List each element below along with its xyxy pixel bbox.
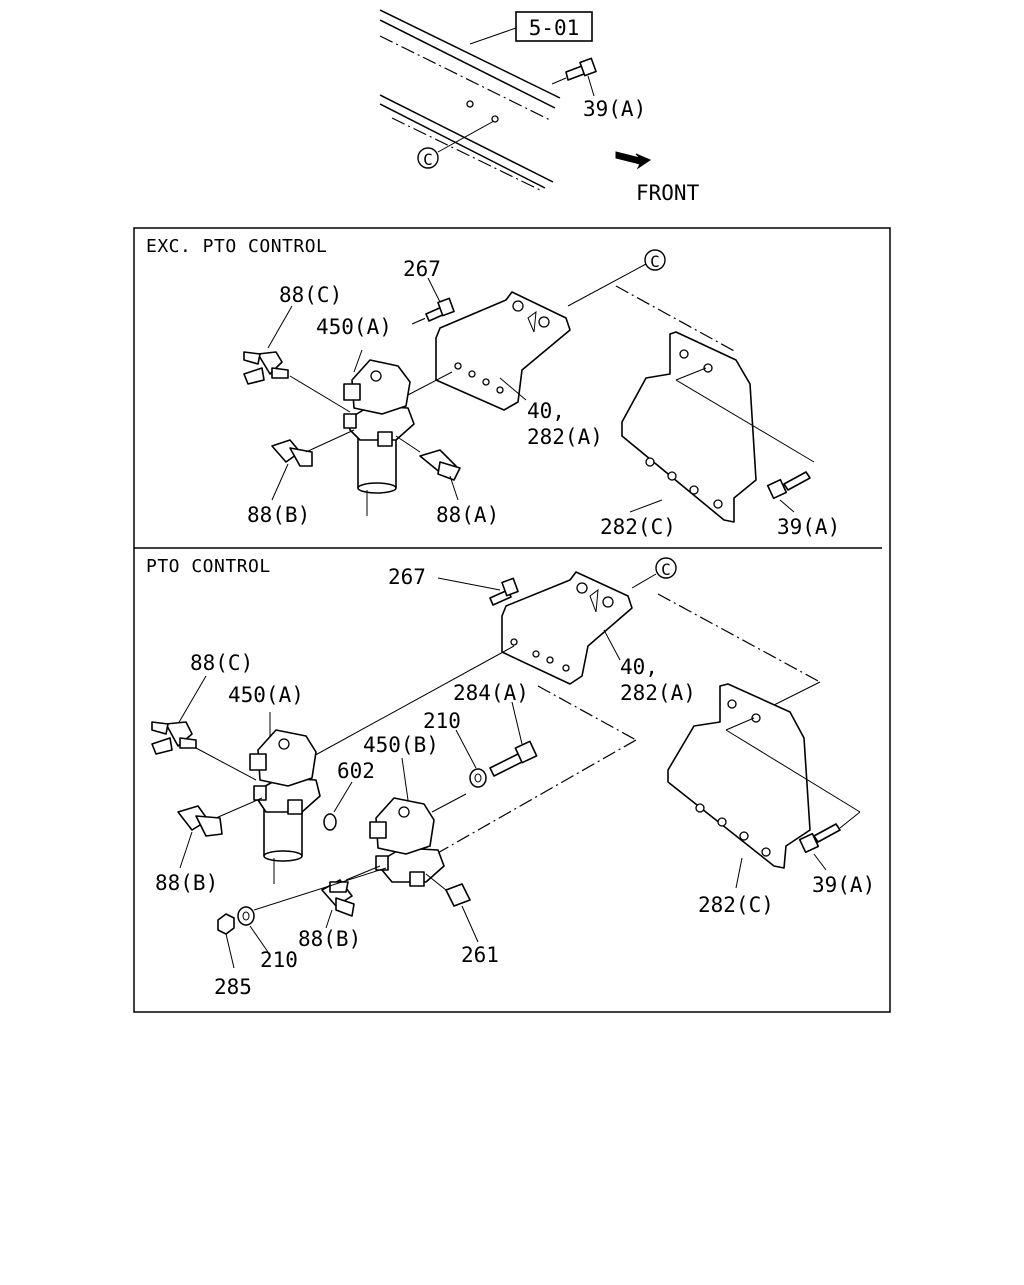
- fitting-88b-s2-left: [177, 797, 263, 869]
- label-282c-s2: 282(C): [698, 893, 774, 917]
- solenoid-valve-450b-s2: [369, 685, 637, 887]
- label-88c-s1: 88(C): [279, 283, 342, 307]
- bolt-39a-top: [551, 57, 597, 97]
- nut-285: [217, 913, 235, 969]
- label-282a-s2: 282(A): [620, 681, 696, 705]
- fitting-88c-s2: [151, 675, 257, 781]
- label-88b-s1: 88(B): [247, 503, 310, 527]
- label-40-s2: 40,: [620, 655, 658, 679]
- front-label: FRONT: [636, 181, 700, 205]
- ref-box-5-01: 5-01: [469, 11, 593, 45]
- label-210-lower: 210: [260, 948, 298, 972]
- label-88c-s2: 88(C): [190, 651, 253, 675]
- solenoid-valve-450a-s1: [343, 349, 453, 516]
- washer-210-lower: [237, 867, 387, 953]
- washer-210-upper: [455, 729, 487, 788]
- label-282c-s1: 282(C): [600, 515, 676, 539]
- label-450a-s1: 450(A): [316, 315, 392, 339]
- circle-c-top-label: C: [423, 150, 433, 169]
- front-arrow-icon: [615, 151, 652, 170]
- label-284a: 284(A): [453, 681, 529, 705]
- label-88a-s1: 88(A): [436, 503, 499, 527]
- bracket-282a-s1: [435, 291, 571, 411]
- circle-c-s1: C: [567, 249, 666, 307]
- circle-c-s2-label: C: [661, 560, 671, 579]
- section-title-pto: PTO CONTROL: [146, 556, 271, 577]
- fitting-88c-s1: [243, 305, 351, 413]
- circle-c-s1-label: C: [650, 252, 660, 271]
- solenoid-valve-450a-s2: [249, 645, 515, 884]
- label-267-s1: 267: [403, 257, 441, 281]
- section-title-exc-pto: EXC. PTO CONTROL: [146, 236, 327, 257]
- bolt-267-s1: [411, 277, 455, 325]
- label-261: 261: [461, 943, 499, 967]
- section-frame: [133, 227, 891, 1013]
- circle-c-top: C: [417, 120, 495, 169]
- plate-282c-s1: [621, 331, 815, 523]
- frame-rail: [379, 9, 561, 191]
- label-39a-s2: 39(A): [812, 873, 875, 897]
- label-267-s2: 267: [388, 565, 426, 589]
- circle-c-s2: C: [631, 557, 677, 589]
- label-40-s1: 40,: [527, 399, 565, 423]
- label-602: 602: [337, 759, 375, 783]
- ref-box-label: 5-01: [529, 16, 580, 40]
- label-282a-s1: 282(A): [527, 425, 603, 449]
- label-88b-s2-lower: 88(B): [298, 927, 361, 951]
- label-39a-top: 39(A): [583, 97, 646, 121]
- label-285: 285: [214, 975, 252, 999]
- plate-282c-s2: [667, 683, 861, 889]
- fitting-88b-s2-lower: [321, 865, 381, 929]
- oring-602: [323, 781, 353, 831]
- label-450a-s2: 450(A): [228, 683, 304, 707]
- bolt-267-s2: [437, 577, 519, 606]
- label-39a-s1: 39(A): [777, 515, 840, 539]
- plug-261: [425, 873, 479, 943]
- bolt-39a-s2: [798, 823, 841, 871]
- bolt-39a-s1: [766, 471, 811, 513]
- bolt-284a: [489, 701, 538, 777]
- label-210-upper: 210: [423, 709, 461, 733]
- label-450b-s2: 450(B): [363, 733, 439, 757]
- fitting-88a-s1: [395, 435, 461, 501]
- fitting-88b-s1: [271, 429, 355, 501]
- bracket-282a-s2: [501, 571, 633, 685]
- label-88b-s2-left: 88(B): [155, 871, 218, 895]
